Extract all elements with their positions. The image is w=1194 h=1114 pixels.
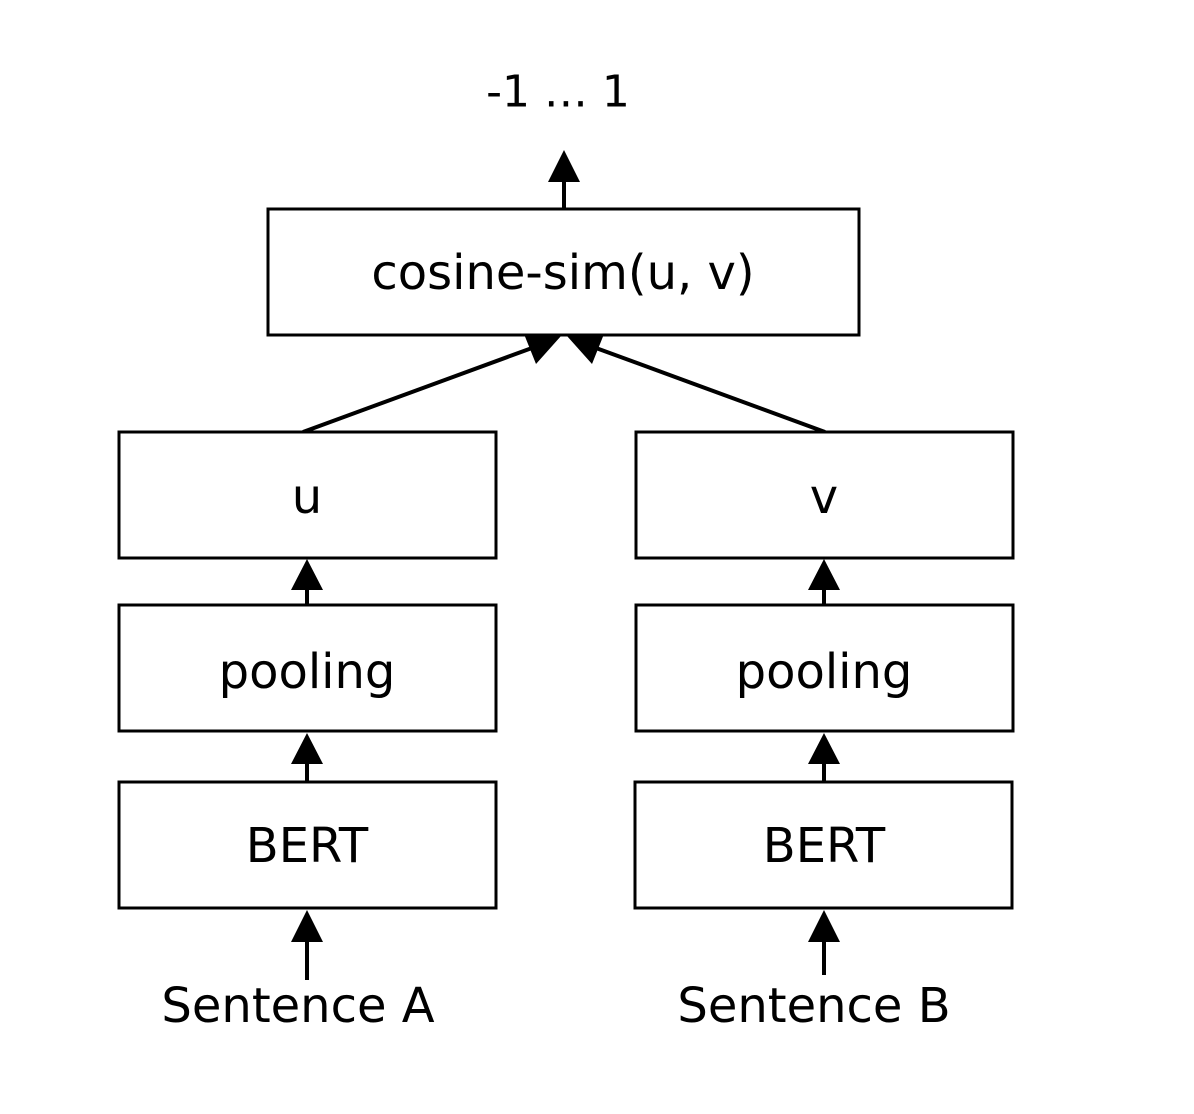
cosine-sim-box [266,207,861,337]
bert-node-right: BERT [633,780,1014,910]
u-node: u [117,430,498,560]
arrow-v-to-similarity [567,334,826,434]
bert-label-left: BERT [246,818,369,874]
arrow-bert-to-pooling-left [291,733,323,782]
v-box [634,430,1015,560]
bert-box-left [117,780,498,910]
pooling-label-right: pooling [736,644,913,700]
pooling-node-right: pooling [634,603,1015,733]
pooling-box-right [634,603,1015,733]
cosine-sim-label: cosine-sim(u, v) [371,245,754,301]
pooling-label-left: pooling [219,644,396,700]
arrow-pooling-to-u-left [291,559,323,605]
output-range-label: -1 … 1 [486,67,630,118]
right-branch: v pooling BERT Sentence B [633,430,1015,1034]
pooling-box-left [117,603,498,733]
arrow-sentence-a-to-bert [291,910,323,980]
arrow-similarity-to-output [548,150,580,208]
bert-label-right: BERT [763,818,886,874]
cosine-sim-node: cosine-sim(u, v) [266,207,861,337]
bert-node-left: BERT [117,780,498,910]
sentence-a-label: Sentence A [161,978,434,1034]
left-branch: u pooling BERT Sentence A [117,430,498,1034]
arrow-bert-to-pooling-right [808,733,840,782]
u-label: u [292,469,322,525]
arrow-sentence-b-to-bert [808,910,840,975]
arrow-pooling-to-v-right [808,559,840,605]
sentence-b-label: Sentence B [677,978,950,1034]
arrow-u-to-similarity [302,334,561,434]
bert-box-right [633,780,1014,910]
u-box [117,430,498,560]
pooling-node-left: pooling [117,603,498,733]
v-label: v [810,469,838,525]
v-node: v [634,430,1015,560]
